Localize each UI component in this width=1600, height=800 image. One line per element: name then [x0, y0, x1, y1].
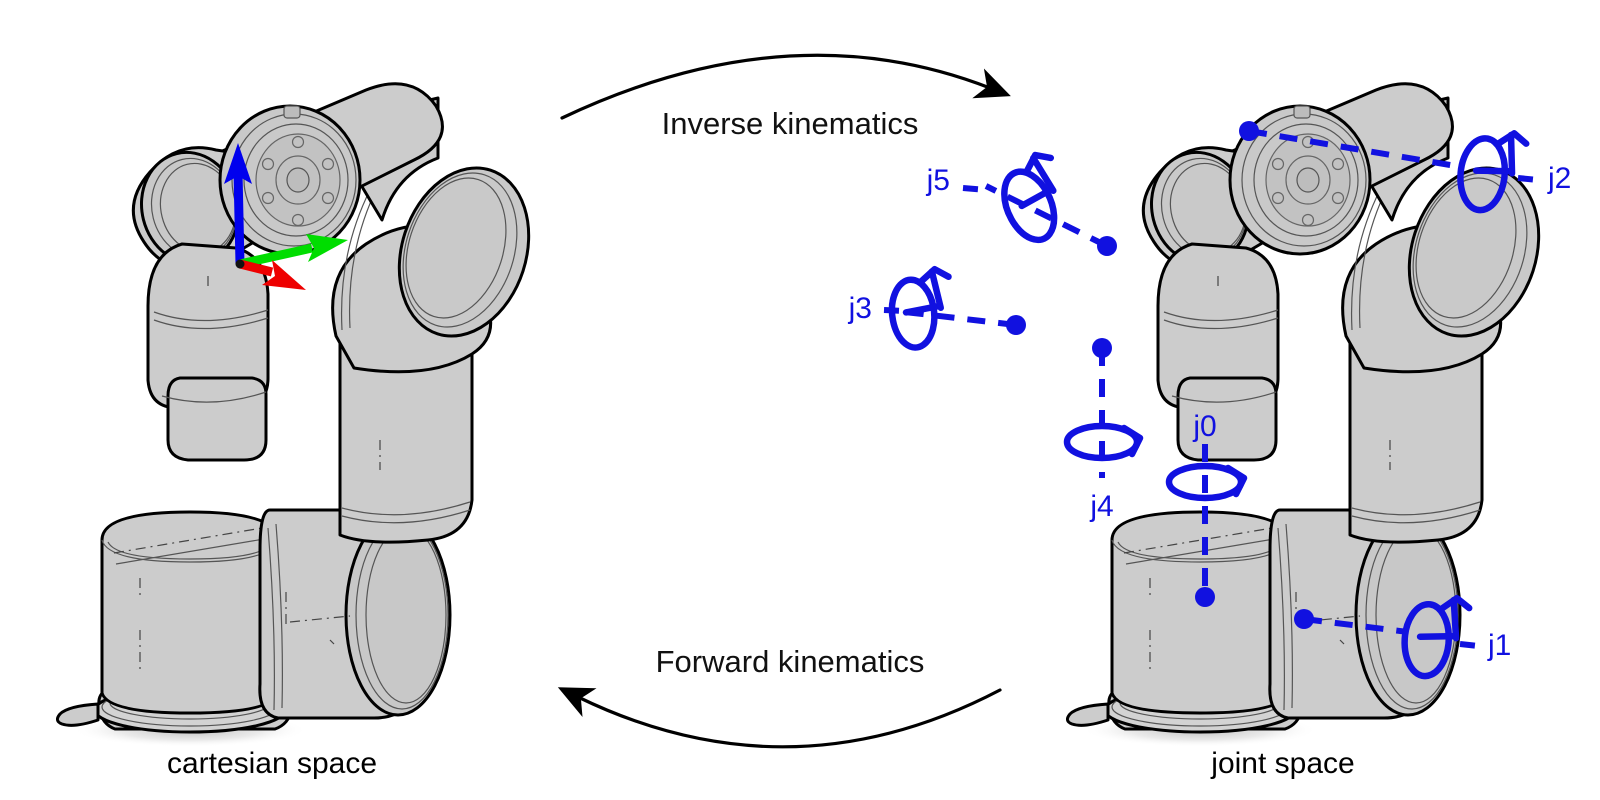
joint-label-j1: j1	[1487, 629, 1511, 662]
flow-arrow-inverse-kinematics	[560, 53, 1011, 120]
joint-label-j3: j3	[848, 292, 872, 325]
joint-label-j4: j4	[1089, 490, 1113, 523]
joint-label-j2: j2	[1547, 162, 1571, 195]
joint-axis-j5: j5	[926, 151, 1117, 256]
joint-axis-j2: j2	[1239, 121, 1571, 214]
joint-origin-dot-j5	[1097, 236, 1117, 256]
robot-arm-cartesian	[55, 82, 552, 749]
y-axis-arrow	[239, 234, 348, 269]
joint-origin-dot-j1	[1294, 609, 1314, 629]
frame-origin-dot	[235, 259, 245, 269]
panel-caption-cartesian-space: cartesian space	[167, 747, 377, 780]
cartesian-coordinate-frame	[224, 143, 348, 290]
joint-axis-j1: j1	[1294, 594, 1511, 680]
joint-origin-dot-j4	[1092, 338, 1112, 358]
joint-origin-dot-j3	[1006, 315, 1026, 335]
z-axis-arrow	[224, 143, 252, 265]
joint-label-j0: j0	[1192, 410, 1216, 443]
flow-label-inverse-kinematics: Inverse kinematics	[662, 106, 919, 141]
flow-label-forward-kinematics: Forward kinematics	[656, 644, 925, 679]
joint-origin-dot-j0	[1195, 587, 1215, 607]
joint-axis-j3: j3	[848, 265, 1026, 351]
joint-axis-j4: j4	[1063, 338, 1144, 523]
joint-origin-dot-j2	[1239, 121, 1259, 141]
flow-arrow-forward-kinematics	[557, 687, 1002, 749]
panel-caption-joint-space: joint space	[1210, 747, 1354, 780]
robot-arm-joint-space	[1065, 82, 1562, 749]
joint-axis-j0: j0	[1165, 410, 1248, 607]
joint-label-j5: j5	[926, 164, 950, 197]
x-axis-arrow	[238, 259, 306, 290]
